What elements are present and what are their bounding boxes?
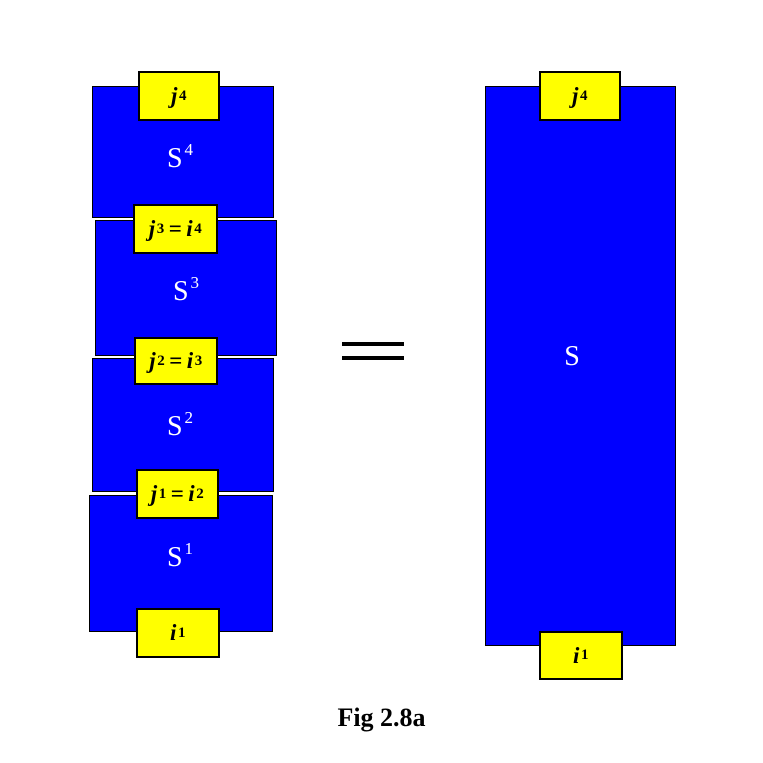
figure-caption: Fig 2.8a [337, 703, 426, 732]
equals-bar-bottom [342, 356, 404, 360]
block-s-label: S [564, 341, 580, 372]
block-s [485, 86, 676, 646]
equals-bar-top [342, 342, 404, 346]
